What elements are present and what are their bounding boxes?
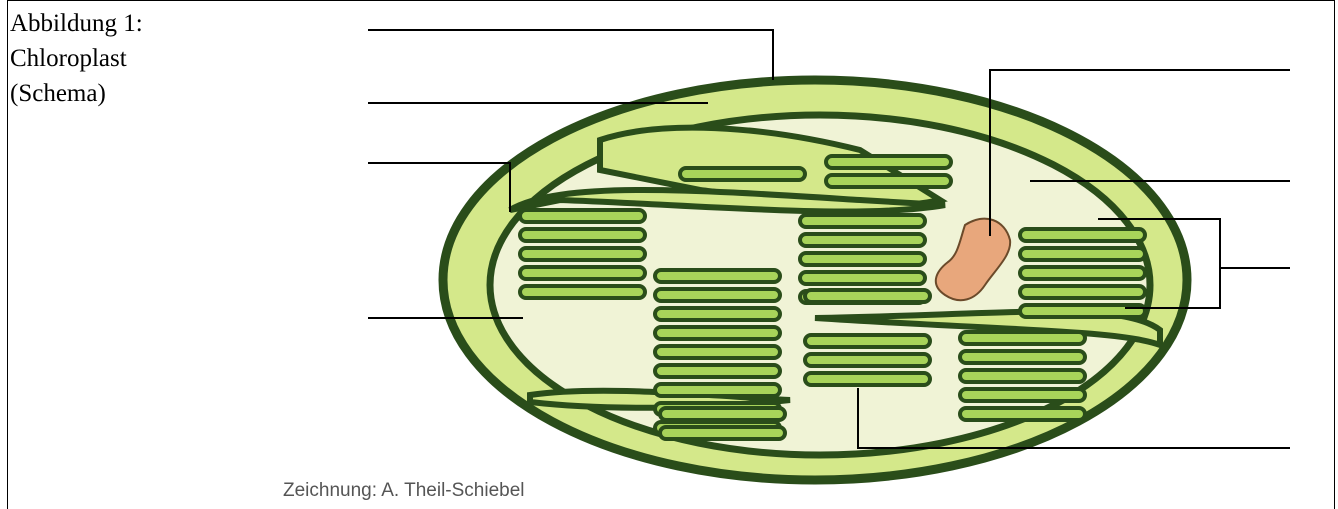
thylakoid (800, 215, 925, 227)
thylakoid (680, 168, 805, 180)
thylakoid (655, 308, 780, 320)
thylakoid (826, 175, 951, 187)
thylakoid (805, 290, 930, 302)
thylakoid (655, 270, 780, 282)
thylakoid (960, 408, 1085, 420)
thylakoid (800, 272, 925, 284)
thylakoid (655, 289, 780, 301)
thylakoid (960, 332, 1085, 344)
label-line-outer-membrane (368, 30, 773, 80)
thylakoid (655, 346, 780, 358)
thylakoid (520, 248, 645, 260)
thylakoid (960, 351, 1085, 363)
thylakoid (655, 327, 780, 339)
drawing-credit: Zeichnung: A. Theil-Schiebel (283, 480, 525, 502)
thylakoid (826, 156, 951, 168)
thylakoid (655, 365, 780, 377)
thylakoid (520, 229, 645, 241)
thylakoid (660, 427, 785, 439)
thylakoid (1020, 267, 1145, 279)
thylakoid (1020, 286, 1145, 298)
thylakoid (655, 384, 780, 396)
thylakoid (1020, 305, 1145, 317)
thylakoid (520, 286, 645, 298)
thylakoid (660, 408, 785, 420)
thylakoid (805, 335, 930, 347)
thylakoid (960, 370, 1085, 382)
thylakoid (1020, 229, 1145, 241)
thylakoid (1020, 248, 1145, 260)
thylakoid (960, 389, 1085, 401)
thylakoid (800, 234, 925, 246)
thylakoid (520, 267, 645, 279)
thylakoid (805, 354, 930, 366)
thylakoid (520, 210, 645, 222)
thylakoid (800, 253, 925, 265)
thylakoid (805, 373, 930, 385)
